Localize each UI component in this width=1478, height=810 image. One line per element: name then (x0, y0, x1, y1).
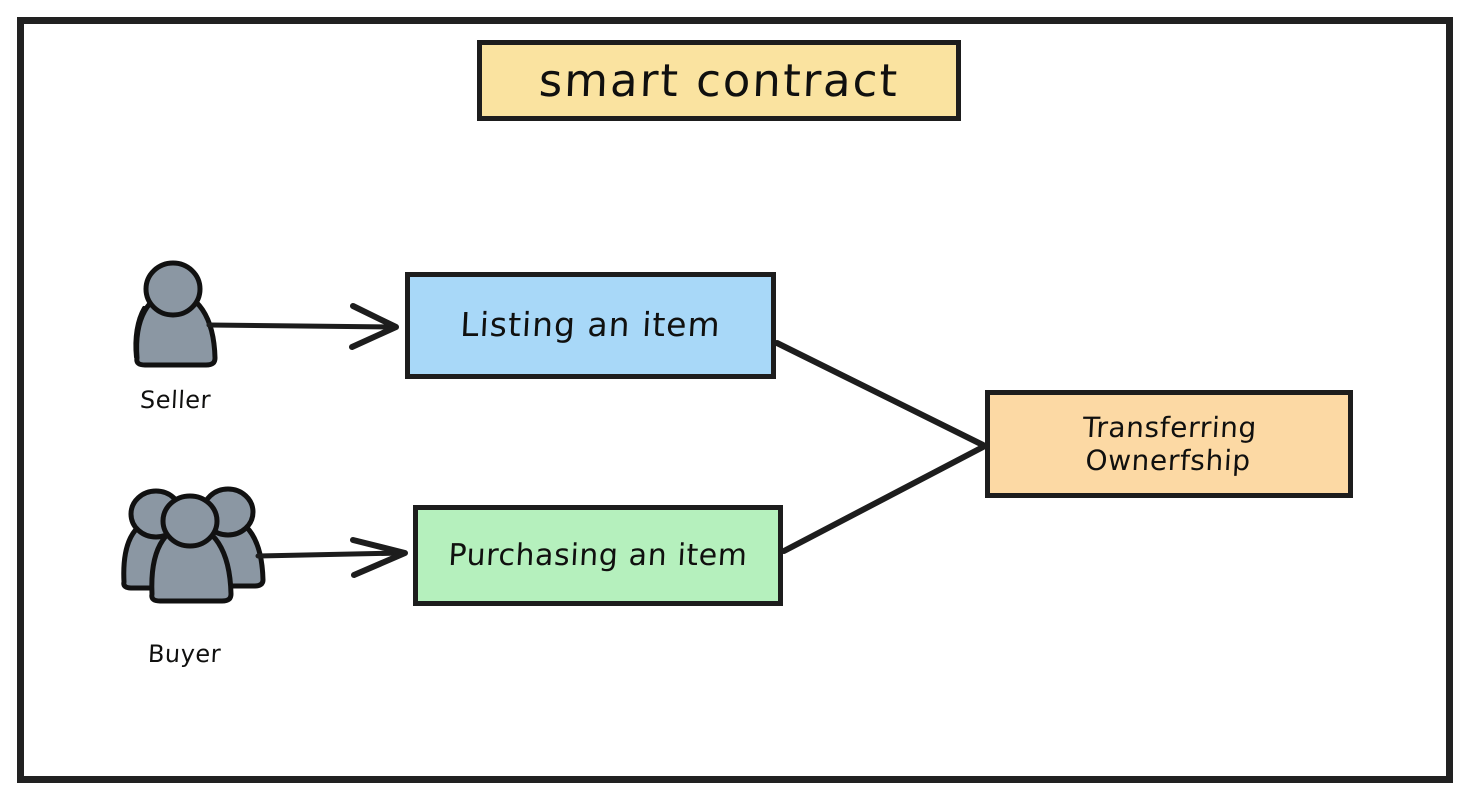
actor-buyer-icon[interactable] (112, 487, 272, 602)
node-purchasing-an-item-label: Purchasing an item (447, 537, 749, 573)
actor-seller-icon[interactable] (118, 262, 228, 377)
node-smart-contract[interactable]: smart contract (477, 40, 961, 121)
actor-buyer-caption: Buyer (147, 640, 222, 668)
node-transferring-ownership-line1: Transferring (1081, 410, 1258, 444)
node-transferring-ownership[interactable]: Transferring Ownerfship (985, 390, 1353, 498)
diagram-outer-frame (17, 17, 1453, 783)
node-listing-an-item[interactable]: Listing an item (405, 272, 776, 379)
actor-seller-caption: Seller (139, 386, 212, 414)
node-transferring-ownership-line2: Ownerfship (1084, 444, 1252, 477)
node-listing-an-item-label: Listing an item (459, 305, 722, 345)
node-purchasing-an-item[interactable]: Purchasing an item (413, 505, 783, 606)
node-smart-contract-label: smart contract (537, 53, 901, 107)
node-transferring-ownership-label: Transferring Ownerfship (988, 411, 1349, 477)
